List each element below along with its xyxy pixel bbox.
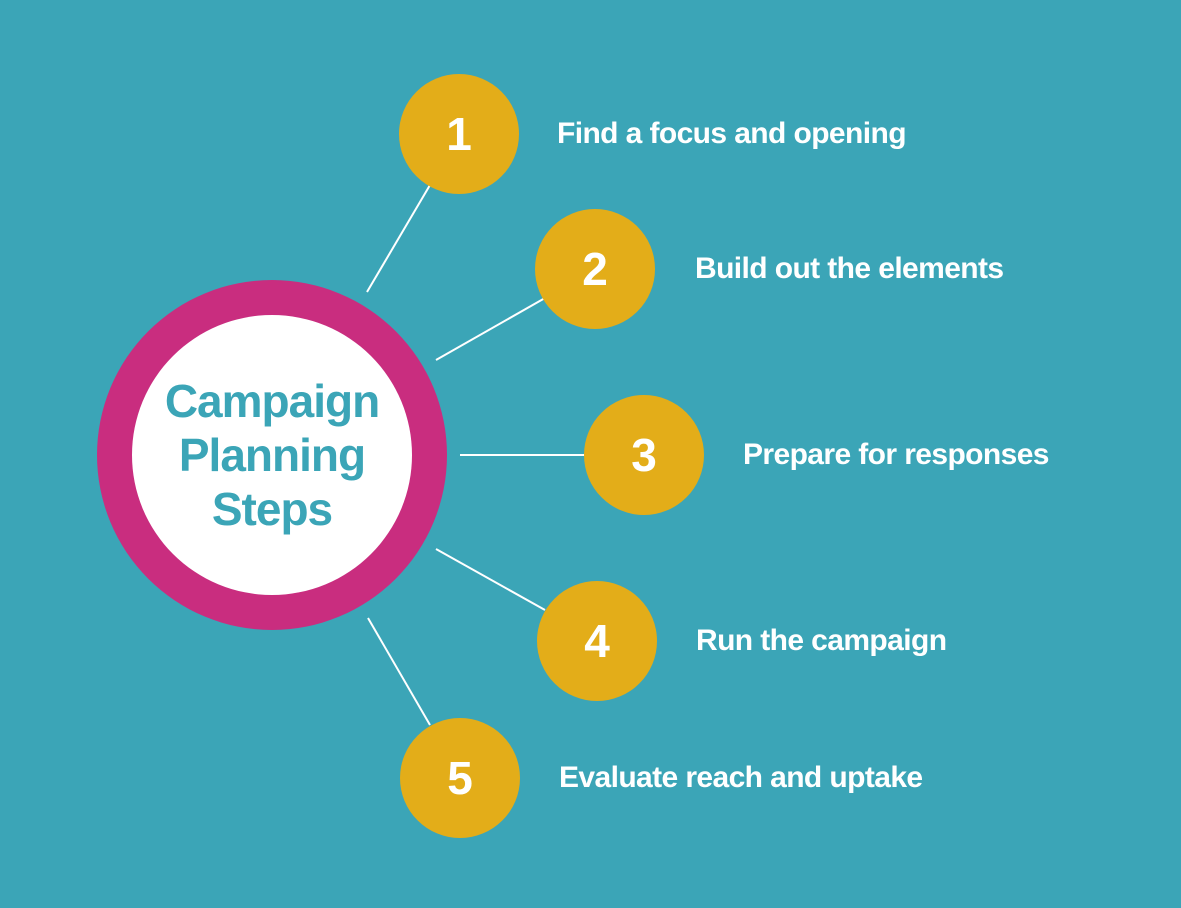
connector-line-4 [435, 548, 546, 611]
step-number-4: 4 [537, 581, 657, 701]
step-number-2: 2 [535, 209, 655, 329]
step-label-1: Find a focus and opening [557, 117, 907, 150]
connector-line-5 [367, 617, 431, 726]
step-label-4: Run the campaign [696, 624, 947, 657]
hub-title-line: Campaign [164, 375, 380, 427]
step-number-1: 1 [399, 74, 519, 194]
hub-title: Campaign Planning Steps [132, 315, 412, 595]
hub-title-line: Planning [178, 429, 366, 481]
step-label-2: Build out the elements [695, 252, 1004, 285]
step-label-5: Evaluate reach and uptake [559, 761, 923, 794]
hub-title-line: Steps [211, 483, 333, 535]
connector-line-1 [366, 184, 431, 293]
step-label-3: Prepare for responses [743, 438, 1049, 471]
central-hub: Campaign Planning Steps [97, 280, 447, 630]
step-number-3: 3 [584, 395, 704, 515]
connector-line-2 [435, 297, 546, 361]
step-number-5: 5 [400, 718, 520, 838]
